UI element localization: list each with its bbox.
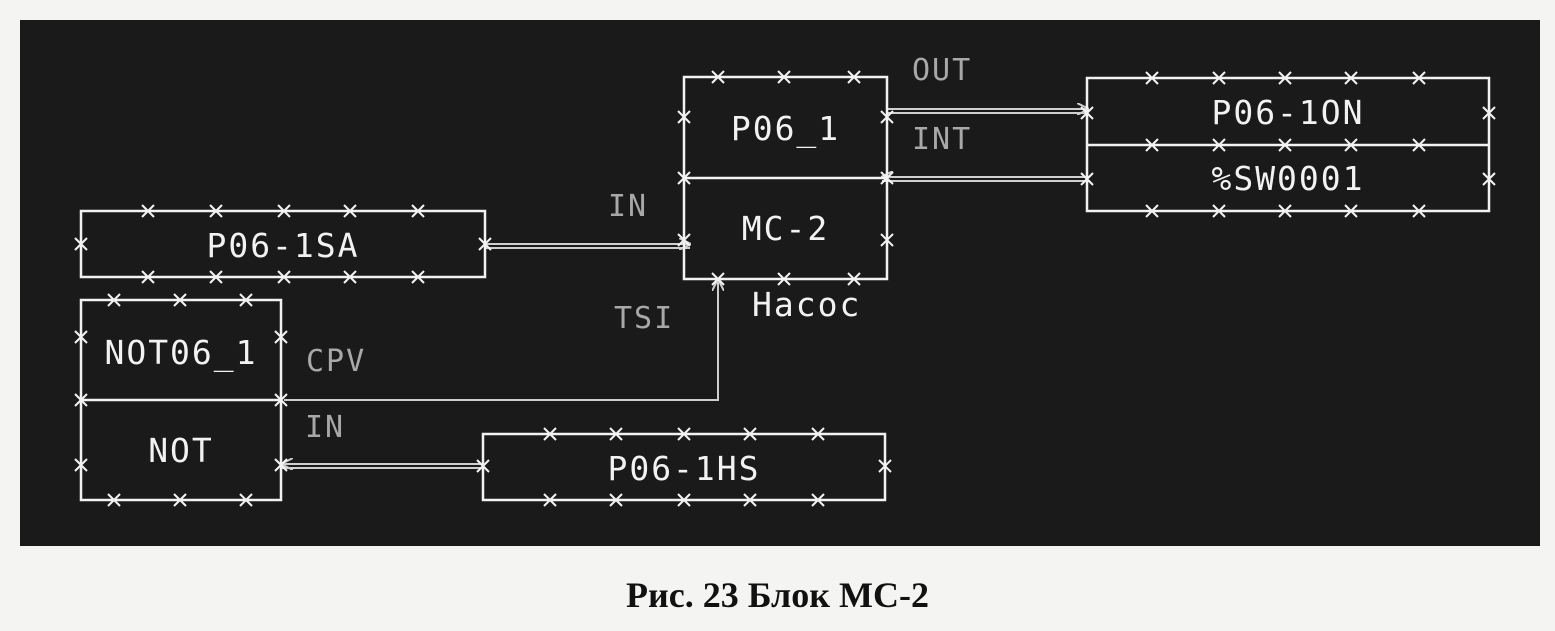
- block-on-pin-marks: [1080, 71, 1496, 218]
- block-mc2-name: P06_1: [731, 109, 840, 149]
- pin-out-label: OUT: [912, 53, 972, 88]
- block-mc2-tag: Насос: [752, 285, 861, 324]
- block-p06-1sa[interactable]: P06-1SA: [74, 204, 492, 284]
- wire-sa-to-mc2: [486, 244, 690, 248]
- block-not-pin-marks: [74, 293, 288, 507]
- block-mc2-type: MC-2: [742, 209, 829, 248]
- block-hs-pin-marks: [476, 427, 892, 507]
- wire-not-to-mc2-tsi: [284, 280, 718, 401]
- wire-on-to-mc2-int: [882, 177, 1090, 181]
- block-on-name: P06-1ON: [1211, 93, 1364, 132]
- figure-caption: Рис. 23 Блок МС-2: [626, 575, 929, 615]
- block-p06-1on[interactable]: P06-1ON %SW0001: [1080, 71, 1496, 218]
- pin-tsi-label: TSI: [614, 301, 674, 336]
- block-p06-1hs[interactable]: P06-1HS: [476, 427, 892, 507]
- wire-mc2-out-to-on: [888, 109, 1088, 113]
- pin-int-label: INT: [912, 122, 972, 157]
- block-not06-1[interactable]: NOT06_1 NOT: [74, 293, 288, 507]
- wire-hs-to-not: [282, 464, 483, 468]
- block-sa-pin-marks: [74, 204, 492, 284]
- diagram-panel: P06_1 MC-2 Насос P06-1ON %SW0001 P06-1SA…: [20, 20, 1540, 546]
- function-block-diagram: P06_1 MC-2 Насос P06-1ON %SW0001 P06-1SA…: [74, 53, 1496, 507]
- block-mc2-pin-marks: [677, 70, 894, 286]
- pin-in-not-label: IN: [305, 410, 345, 445]
- block-not-name: NOT06_1: [104, 333, 257, 373]
- block-on-address: %SW0001: [1211, 159, 1364, 198]
- pin-cpv-label: CPV: [306, 344, 366, 379]
- block-hs-name: P06-1HS: [607, 449, 760, 488]
- block-not-type: NOT: [148, 431, 214, 470]
- block-mc2[interactable]: P06_1 MC-2: [677, 70, 894, 286]
- block-sa-name: P06-1SA: [206, 226, 359, 265]
- pin-in-mc2-label: IN: [608, 189, 648, 224]
